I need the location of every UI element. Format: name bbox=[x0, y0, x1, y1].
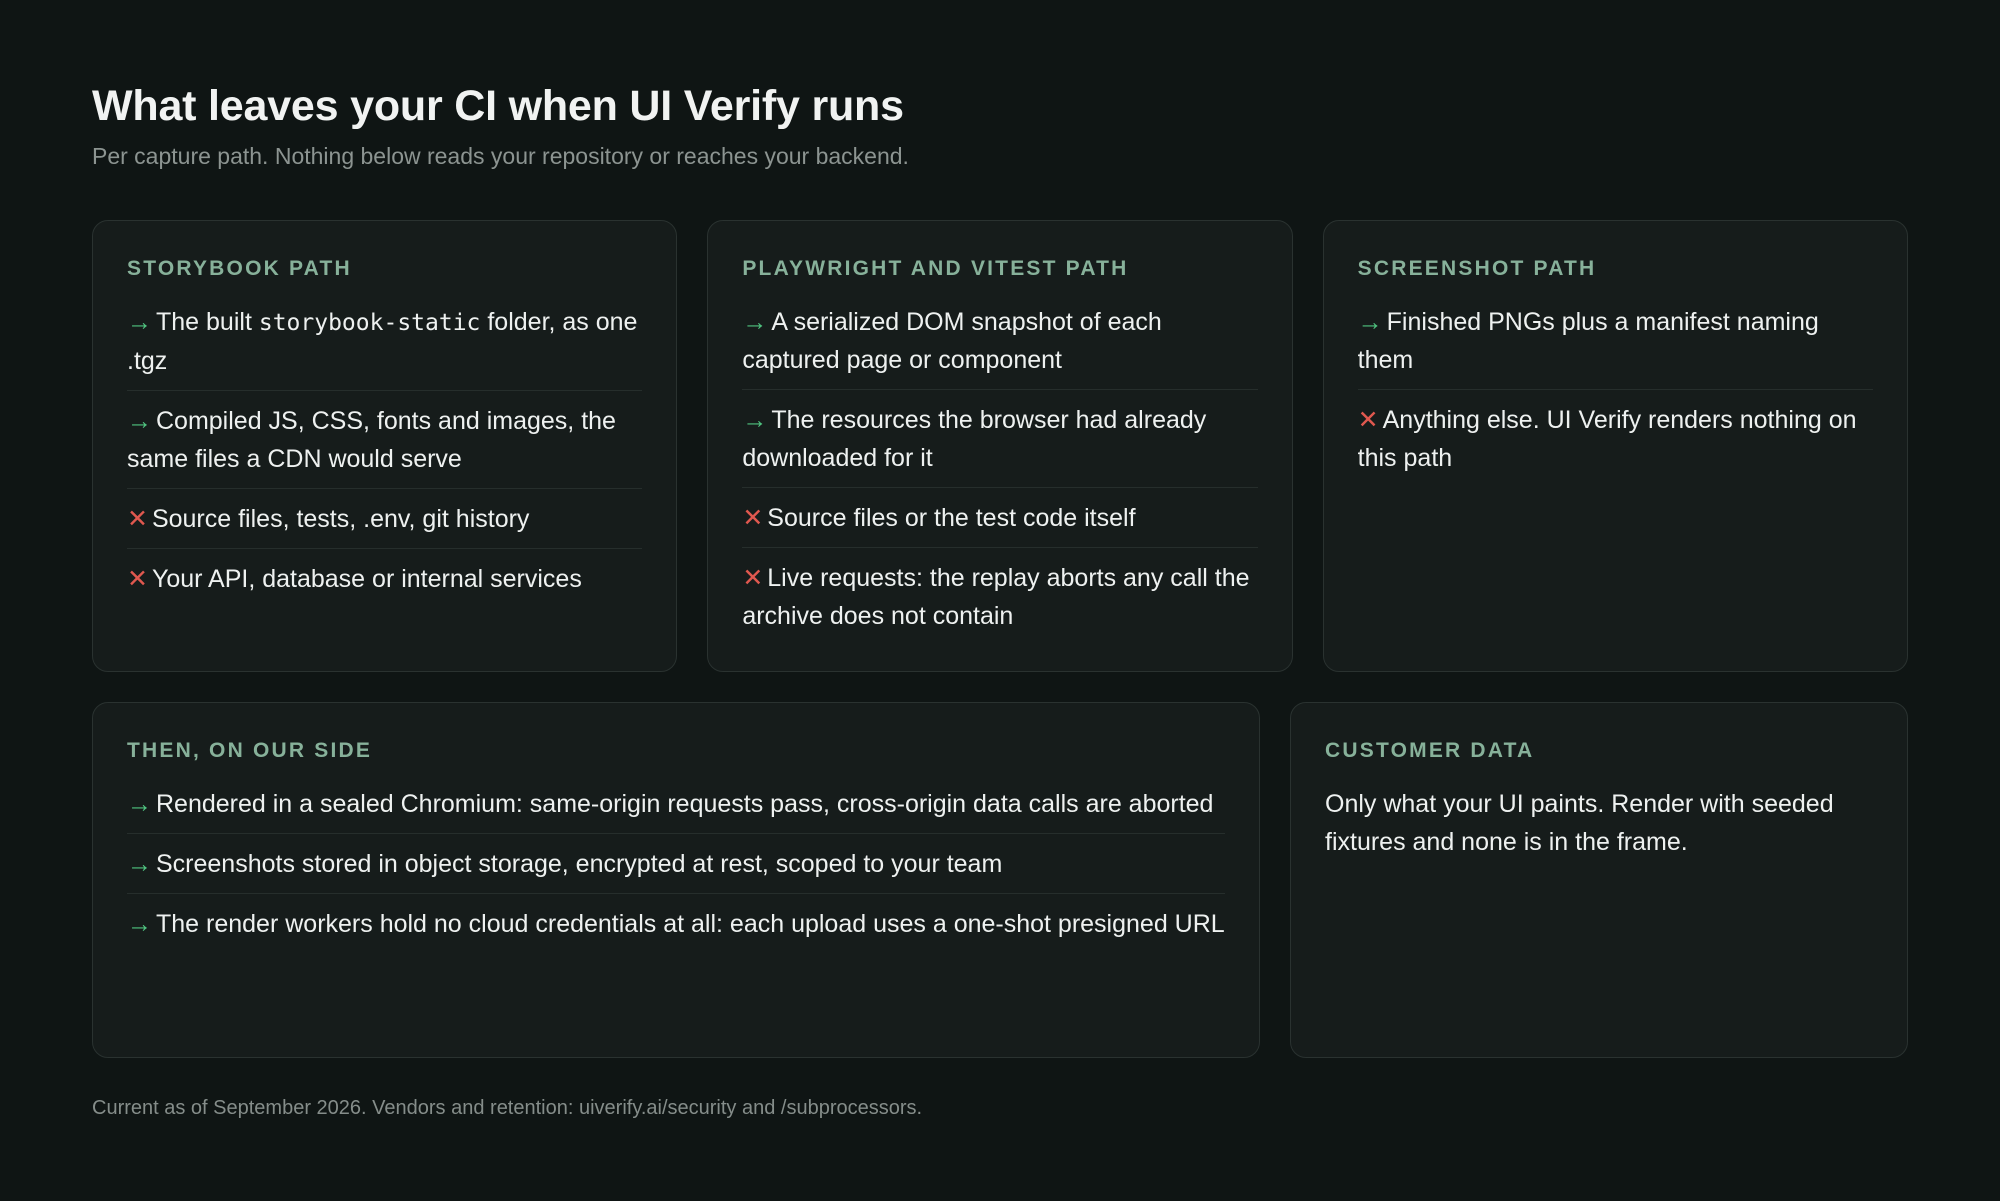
cross-icon: ✕ bbox=[742, 504, 764, 532]
item-text: Rendered in a sealed Chromium: same-orig… bbox=[156, 790, 1214, 818]
storybook-path-card: STORYBOOK PATH →The built storybook-stat… bbox=[92, 220, 678, 672]
playwright-vitest-path-card: PLAYWRIGHT AND VITEST PATH →A serialized… bbox=[707, 220, 1293, 672]
card-label: STORYBOOK PATH bbox=[127, 257, 352, 280]
list-item: ✕Anything else. UI Verify renders nothin… bbox=[1358, 401, 1873, 487]
item-text: folder, as one .tgz bbox=[127, 308, 638, 375]
customer-data-text: Only what your UI paints. Render with se… bbox=[1325, 790, 1834, 856]
list-item: ✕Source files or the test code itself bbox=[742, 499, 1258, 548]
screenshot-items: →Finished PNGs plus a manifest naming th… bbox=[1357, 303, 1873, 487]
screenshot-path-card: SCREENSHOT PATH →Finished PNGs plus a ma… bbox=[1322, 220, 1908, 672]
storybook-items: →The built storybook-static folder, as o… bbox=[127, 303, 643, 608]
list-item: ✕Source files, tests, .env, git history bbox=[127, 500, 643, 549]
list-item: ✕Live requests: the replay aborts any ca… bbox=[742, 559, 1257, 645]
card-label: PLAYWRIGHT AND VITEST PATH bbox=[742, 257, 1129, 280]
item-text: Anything else. UI Verify renders nothing… bbox=[1357, 406, 1857, 472]
footer-note: Current as of September 2026. Vendors an… bbox=[92, 1097, 923, 1119]
cross-icon: ✕ bbox=[127, 565, 148, 593]
card-label: SCREENSHOT PATH bbox=[1357, 257, 1597, 280]
item-text: Your API, database or internal services bbox=[151, 565, 582, 593]
arrow-right-icon: → bbox=[127, 308, 152, 336]
card-label: THEN, ON OUR SIDE bbox=[127, 739, 373, 762]
page-title: What leaves your CI when UI Verify runs bbox=[92, 82, 904, 130]
list-item: →Rendered in a sealed Chromium: same-ori… bbox=[127, 785, 1225, 834]
item-text: Compiled JS, CSS, fonts and images, the … bbox=[127, 407, 616, 473]
item-text: Source files or the test code itself bbox=[767, 504, 1136, 532]
arrow-right-icon: → bbox=[127, 407, 152, 435]
cross-icon: ✕ bbox=[127, 505, 148, 533]
cross-icon: ✕ bbox=[1357, 406, 1379, 434]
our-side-card: THEN, ON OUR SIDE →Rendered in a sealed … bbox=[92, 702, 1260, 1058]
page-subtitle: Per capture path. Nothing below reads yo… bbox=[92, 143, 909, 169]
list-item: →Compiled JS, CSS, fonts and images, the… bbox=[127, 402, 643, 489]
page: What leaves your CI when UI Verify runs … bbox=[92, 78, 1908, 1122]
item-text: Live requests: the replay aborts any cal… bbox=[742, 564, 1250, 630]
item-text: The built bbox=[156, 308, 259, 336]
item-text: Screenshots stored in object storage, en… bbox=[156, 850, 1003, 878]
item-text: The render workers hold no cloud credent… bbox=[156, 910, 1225, 938]
card-label: CUSTOMER DATA bbox=[1325, 739, 1535, 762]
playwright-items: →A serialized DOM snapshot of each captu… bbox=[742, 303, 1258, 645]
arrow-right-icon: → bbox=[127, 790, 152, 818]
cross-icon: ✕ bbox=[742, 564, 764, 592]
arrow-right-icon: → bbox=[127, 850, 152, 878]
list-item: →The resources the browser had already d… bbox=[742, 401, 1258, 488]
item-text: The resources the browser had already do… bbox=[742, 406, 1207, 472]
our-side-items: →Rendered in a sealed Chromium: same-ori… bbox=[127, 785, 1225, 953]
list-item: →The render workers hold no cloud creden… bbox=[127, 905, 1225, 953]
item-text: Source files, tests, .env, git history bbox=[151, 505, 530, 533]
item-text: Finished PNGs plus a manifest naming the… bbox=[1357, 308, 1819, 374]
list-item: ✕Your API, database or internal services bbox=[127, 560, 642, 608]
customer-data-card: CUSTOMER DATA Only what your UI paints. … bbox=[1290, 702, 1908, 1058]
list-item: →A serialized DOM snapshot of each captu… bbox=[742, 303, 1258, 390]
arrow-right-icon: → bbox=[1357, 308, 1383, 336]
list-item: →The built storybook-static folder, as o… bbox=[127, 303, 643, 391]
list-item: →Screenshots stored in object storage, e… bbox=[127, 845, 1225, 894]
server-side-row: THEN, ON OUR SIDE →Rendered in a sealed … bbox=[92, 702, 1908, 1058]
inline-code: storybook-static bbox=[258, 310, 481, 336]
item-text: A serialized DOM snapshot of each captur… bbox=[742, 308, 1162, 374]
arrow-right-icon: → bbox=[742, 406, 768, 434]
list-item: →Finished PNGs plus a manifest naming th… bbox=[1357, 303, 1873, 390]
arrow-right-icon: → bbox=[127, 910, 152, 938]
capture-paths-row: STORYBOOK PATH →The built storybook-stat… bbox=[92, 220, 1908, 672]
arrow-right-icon: → bbox=[742, 308, 768, 336]
